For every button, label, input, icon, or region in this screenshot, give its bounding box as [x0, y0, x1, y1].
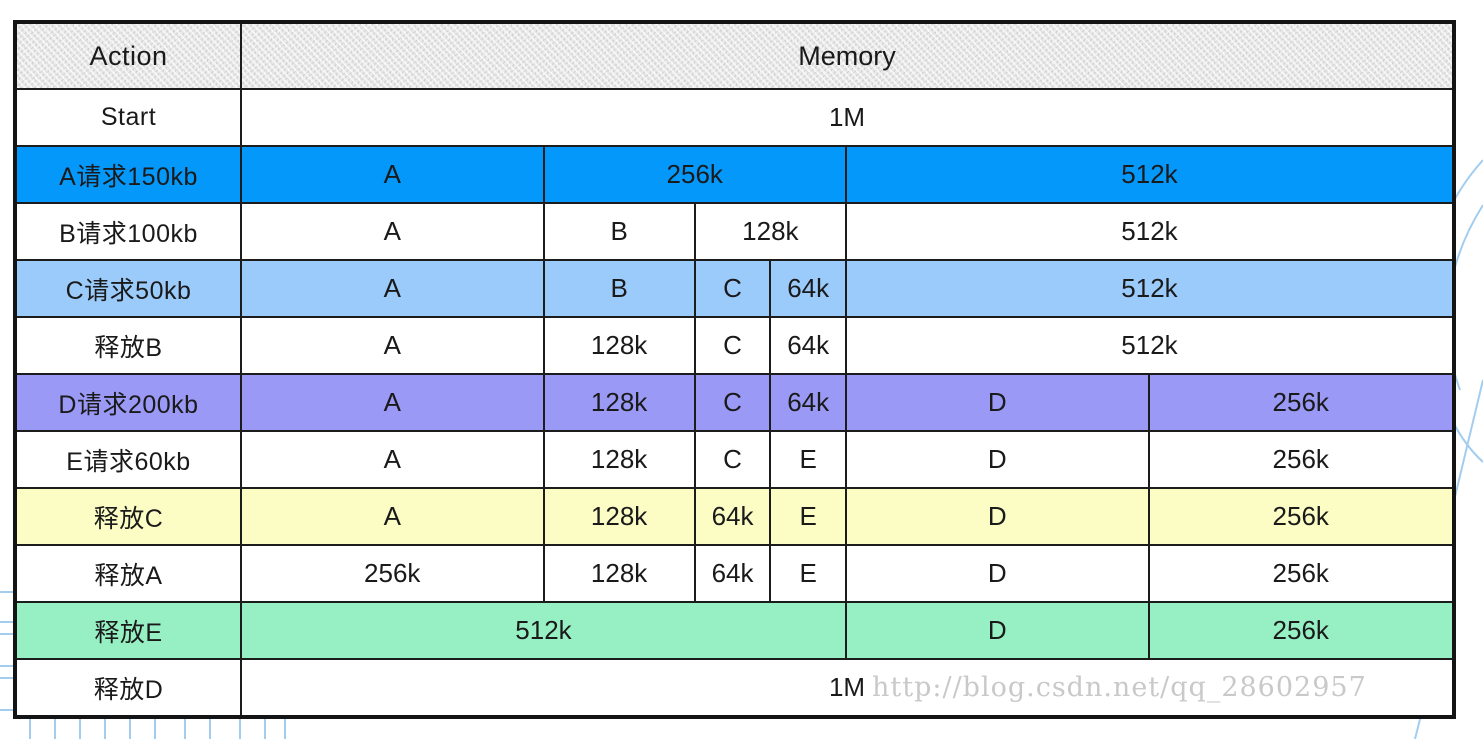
memory-segment: B [545, 261, 696, 316]
table-header-row: Action Memory [17, 24, 1452, 90]
comb-lines [29, 714, 286, 739]
memory-segment: 128k [545, 489, 696, 544]
action-cell: 释放C [17, 489, 242, 544]
memory-header-label: Memory [798, 40, 896, 71]
memory-segment: 512k [1121, 216, 1178, 246]
action-cell: C请求50kb [17, 261, 242, 316]
memory-segment: C [696, 261, 772, 316]
memory-segment: D [847, 603, 1150, 658]
memory-segment: 256k [1272, 501, 1329, 531]
action-column-header: Action [17, 24, 242, 88]
memory-cell: 1M [242, 660, 1452, 715]
action-cell: 释放E [17, 603, 242, 658]
memory-column-header: Memory [242, 24, 1452, 88]
memory-segment: E [771, 546, 847, 601]
memory-segment: D [847, 546, 1150, 601]
memory-segment: 256k [545, 147, 847, 202]
table-row: Start 1M [17, 90, 1452, 147]
memory-segment: 1M [828, 672, 866, 702]
memory-segment: 1M [828, 102, 866, 132]
memory-segment: 128k [545, 318, 696, 373]
memory-segment: 256k [1272, 558, 1329, 588]
memory-segment: 256k [242, 546, 545, 601]
action-cell: Start [17, 90, 242, 145]
memory-segment: 512k [1121, 159, 1178, 189]
memory-segment: A [242, 318, 545, 373]
memory-segment: D [847, 375, 1150, 430]
memory-segment: D [847, 432, 1150, 487]
memory-segment: D [847, 489, 1150, 544]
memory-segment: 64k [771, 375, 847, 430]
memory-segment: 128k [696, 204, 847, 259]
memory-segment: 512k [1121, 330, 1178, 360]
action-cell: 释放A [17, 546, 242, 601]
memory-segment: E [771, 489, 847, 544]
memory-segment: A [242, 204, 545, 259]
memory-segment: E [771, 432, 847, 487]
memory-segment: 512k [1121, 273, 1178, 303]
memory-segment: 256k [1272, 444, 1329, 474]
memory-segment: B [545, 204, 696, 259]
memory-segment: 64k [771, 318, 847, 373]
memory-segment: C [696, 318, 772, 373]
memory-segment: 512k [242, 603, 847, 658]
watermark-url: http://blog.csdn.net/qq_28602957 [872, 672, 1367, 703]
table-row: 释放D 1M [17, 660, 1452, 715]
action-cell: 释放D [17, 660, 242, 715]
memory-segment: 128k [545, 432, 696, 487]
memory-segment: 64k [771, 261, 847, 316]
memory-segment: 128k [545, 546, 696, 601]
memory-segment: 256k [1272, 387, 1329, 417]
memory-segment: 128k [545, 375, 696, 430]
memory-segment: 64k [696, 489, 772, 544]
memory-segment: A [242, 147, 545, 202]
memory-cell: 1M [242, 90, 1452, 145]
memory-segment: A [242, 375, 545, 430]
memory-segment: A [242, 432, 545, 487]
memory-segment: C [696, 375, 772, 430]
memory-segment: 256k [1272, 615, 1329, 645]
action-cell: B请求100kb [17, 204, 242, 259]
memory-segment: A [242, 489, 545, 544]
action-cell: E请求60kb [17, 432, 242, 487]
memory-segment: 64k [696, 546, 772, 601]
action-cell: 释放B [17, 318, 242, 373]
memory-segment: A [242, 261, 545, 316]
action-cell: A请求150kb [17, 147, 242, 202]
memory-segment: C [696, 432, 772, 487]
action-cell: D请求200kb [17, 375, 242, 430]
